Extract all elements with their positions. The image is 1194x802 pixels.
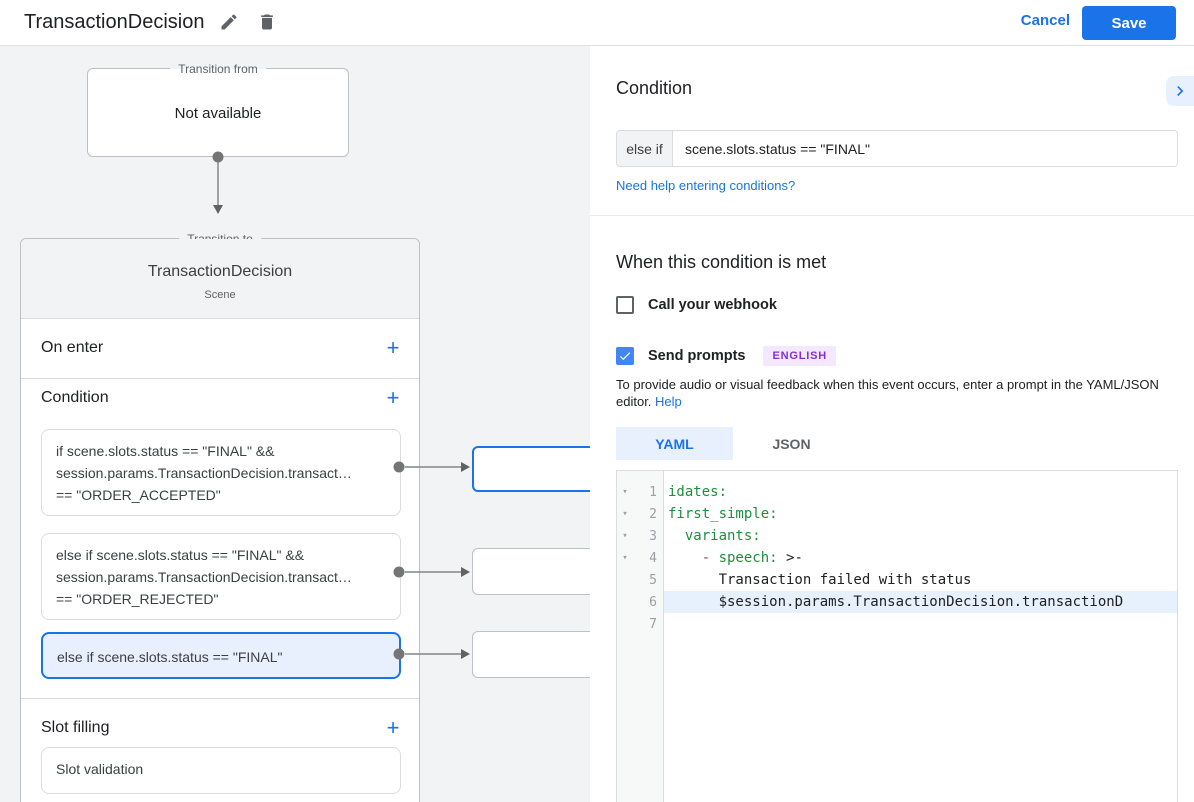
webhook-label: Call your webhook (648, 297, 777, 313)
yaml-code-editor[interactable]: ▾ 1 ▾ 2 ▾ 3 ▾ 4 5 6 7 idates: first_simple: … (616, 470, 1178, 802)
slot-item-label: Slot validation (56, 761, 144, 777)
top-bar: TransactionDecision Cancel Save (0, 0, 1194, 46)
code-line (664, 613, 1177, 635)
transition-from-box: Transition from Not available (87, 61, 349, 157)
transition-from-value: Not available (174, 105, 262, 122)
scene-title: TransactionDecision (147, 263, 293, 280)
delete-scene-button[interactable] (256, 12, 278, 34)
slot-filling-label: Slot filling (41, 719, 110, 736)
cancel-button[interactable]: Cancel (1020, 12, 1070, 29)
send-prompts-row[interactable]: Send prompts ENGLISH (616, 346, 836, 366)
condition-text: session.params.TransactionDecision.trans… (56, 465, 352, 481)
call-webhook-row[interactable]: Call your webhook (616, 296, 777, 314)
line-number: 2 (649, 506, 657, 522)
editor-gutter: ▾ 1 ▾ 2 ▾ 3 ▾ 4 5 6 7 (617, 471, 664, 802)
conditions-help-link[interactable]: Need help entering conditions? (616, 178, 796, 193)
help-link[interactable]: Help (655, 394, 682, 409)
fold-toggle-icon[interactable]: ▾ (622, 487, 628, 497)
save-button[interactable]: Save (1082, 6, 1176, 40)
webhook-checkbox[interactable] (616, 296, 634, 314)
fold-toggle-icon[interactable]: ▾ (622, 509, 628, 519)
line-number: 1 (649, 484, 657, 500)
yaml-key: first_simple: (668, 506, 778, 522)
prompts-label: Send prompts (648, 348, 746, 364)
code-line: variants: (664, 525, 1177, 547)
condition-text: session.params.TransactionDecision.trans… (56, 569, 352, 585)
transition-target-box-1[interactable] (472, 446, 590, 492)
prompt-description-text: To provide audio or visual feedback when… (616, 377, 1159, 409)
condition-expression-row: else if (616, 130, 1178, 167)
condition-text: == "ORDER_REJECTED" (56, 591, 219, 607)
language-badge: ENGLISH (763, 346, 836, 366)
yaml-block-scalar: >- (777, 550, 803, 566)
collapse-panel-button[interactable] (1166, 76, 1194, 106)
page-title: TransactionDecision (24, 11, 205, 33)
transition-to-panel: Transition to TransactionDecision Scene … (20, 231, 420, 802)
condition-card-rejected[interactable]: else if scene.slots.status == "FINAL" &&… (41, 533, 401, 620)
yaml-key: variants: (668, 528, 761, 544)
tab-yaml[interactable]: YAML (616, 427, 733, 460)
editor-tabs: YAML JSON (616, 427, 850, 460)
line-number: 7 (649, 616, 657, 632)
line-number: 6 (649, 594, 657, 610)
condition-card-accepted[interactable]: if scene.slots.status == "FINAL" && sess… (41, 429, 401, 516)
condition-section-label: Condition (41, 389, 109, 406)
code-line: idates: (664, 481, 1177, 503)
yaml-key: idates: (668, 484, 728, 500)
code-line-active: $session.params.TransactionDecision.tran… (664, 591, 1177, 613)
tab-json[interactable]: JSON (733, 427, 850, 460)
line-number: 4 (649, 550, 657, 566)
editor-code-area[interactable]: idates: first_simple: variants: - speech… (664, 471, 1177, 802)
transition-target-box-3[interactable] (472, 631, 590, 678)
transition-from-legend: Transition from (170, 61, 266, 77)
prompt-description: To provide audio or visual feedback when… (616, 376, 1172, 410)
yaml-text: Transaction failed with status (668, 572, 972, 588)
arrow-down-icon (213, 205, 223, 214)
divider (590, 215, 1194, 216)
arrow-right-icon (461, 567, 470, 577)
add-on-enter-button[interactable]: + (381, 336, 405, 360)
line-number: 3 (649, 528, 657, 544)
condition-detail-panel: Condition else if Need help entering con… (590, 46, 1194, 802)
fold-toggle-icon[interactable]: ▾ (622, 531, 628, 541)
line-number: 5 (649, 572, 657, 588)
prompts-checkbox[interactable] (616, 347, 634, 365)
condition-text: else if scene.slots.status == "FINAL" && (56, 547, 305, 563)
slot-validation-card[interactable]: Slot validation (41, 747, 401, 794)
arrow-right-icon (461, 649, 470, 659)
trash-icon (257, 14, 277, 35)
chevron-right-icon (1170, 85, 1190, 104)
condition-text: else if scene.slots.status == "FINAL" (57, 649, 283, 665)
code-line: - speech: >- (664, 547, 1177, 569)
fold-toggle-icon[interactable]: ▾ (622, 553, 628, 563)
yaml-seq-dash: - (668, 550, 719, 566)
transition-target-box-2[interactable] (472, 548, 590, 595)
condition-text: if scene.slots.status == "FINAL" && (56, 443, 275, 459)
scene-flow-canvas: Transition from Not available Transition… (0, 46, 590, 802)
add-condition-button[interactable]: + (381, 386, 405, 410)
divider (21, 378, 419, 379)
condition-prefix-label: else if (617, 131, 673, 166)
condition-expression-input[interactable] (673, 131, 1177, 166)
scene-subtitle: Scene (204, 289, 236, 301)
arrow-right-icon (461, 462, 470, 472)
panel-title: Condition (616, 78, 693, 98)
add-slot-button[interactable]: + (381, 716, 405, 740)
on-enter-label: On enter (41, 339, 104, 356)
yaml-text: $session.params.TransactionDecision.tran… (668, 594, 1124, 610)
condition-text: == "ORDER_ACCEPTED" (56, 487, 221, 503)
divider (21, 698, 419, 699)
condition-card-final-selected[interactable]: else if scene.slots.status == "FINAL" (41, 632, 401, 679)
code-line: first_simple: (664, 503, 1177, 525)
checkmark-icon (618, 349, 632, 363)
when-condition-met-title: When this condition is met (616, 252, 827, 272)
scene-header: TransactionDecision Scene (21, 239, 419, 319)
edit-scene-button[interactable] (218, 12, 240, 34)
pencil-icon (219, 14, 239, 35)
code-line: Transaction failed with status (664, 569, 1177, 591)
yaml-key: speech: (718, 550, 778, 566)
on-enter-section: On enter + (21, 319, 419, 378)
